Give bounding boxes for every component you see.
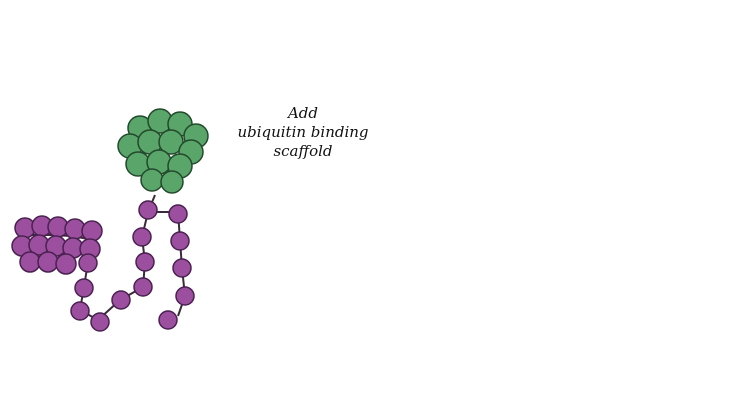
arrow-label-line-3: scaffold: [273, 142, 333, 160]
arrow-label: Add ubiquitin binding scaffold: [228, 104, 378, 161]
arrow-label-line-1: Add: [287, 104, 319, 122]
ubiquitin-chain-left: [11, 108, 209, 332]
green-globular-domain: [117, 108, 209, 194]
purple-rod-domain: [11, 215, 103, 275]
arrow-label-line-2: ubiquitin binding: [237, 123, 369, 141]
purple-bead-chain: [70, 200, 195, 332]
